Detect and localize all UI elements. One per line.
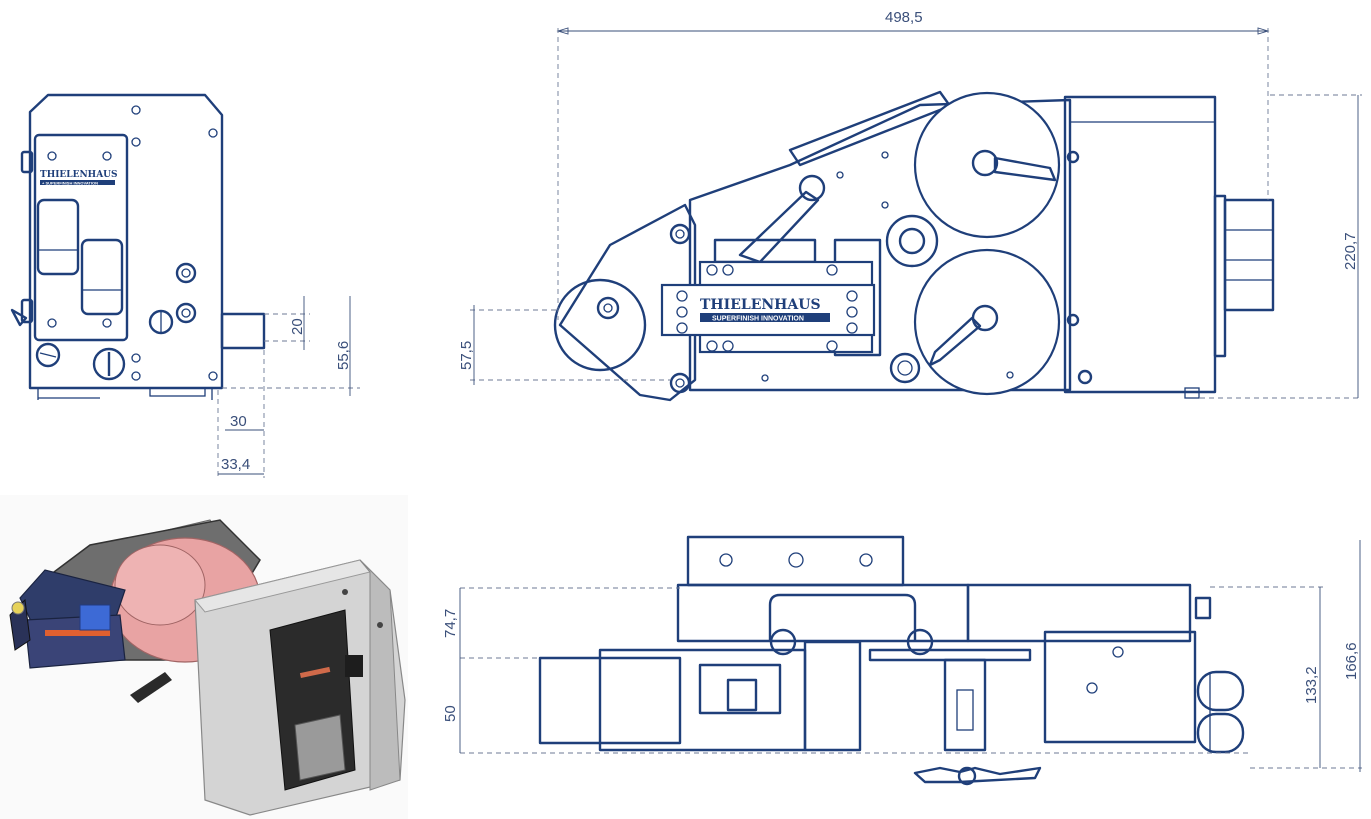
front-brand-tagline: SUPERFINISH INNOVATION [712,316,804,323]
product-render [0,495,408,819]
dim-shaft-total: 33,4 [221,456,250,473]
side-view-dimensions: 20 55,6 30 33,4 [217,296,360,478]
dim-lower-offset: 50 [442,705,459,722]
dim-shaft-height: 55,6 [335,341,352,370]
top-view [538,535,1245,786]
side-view: THIELENHAUS + SUPERFINISH INNOVATION [10,93,266,400]
dim-overall-height: 220,7 [1342,232,1359,270]
dim-roller-height: 57,5 [458,341,475,370]
dim-depth-total: 166,6 [1343,642,1360,680]
dim-shaft-offset: 20 [289,318,306,335]
top-view-dimensions: 74,7 50 133,2 166,6 [442,540,1362,772]
dim-depth-inner: 133,2 [1303,666,1320,704]
front-view-dimensions: 498,5 220,7 57,5 [458,9,1362,399]
front-view: THIELENHAUS SUPERFINISH INNOVATION [553,90,1275,402]
side-brand-label: THIELENHAUS [40,170,118,180]
dim-top-offset: 74,7 [442,609,459,638]
dim-shaft-length: 30 [230,413,247,430]
side-brand-tagline: + SUPERFINISH INNOVATION [42,181,98,186]
dim-overall-length: 498,5 [885,9,923,26]
front-brand-label: THIELENHAUS [700,297,821,313]
